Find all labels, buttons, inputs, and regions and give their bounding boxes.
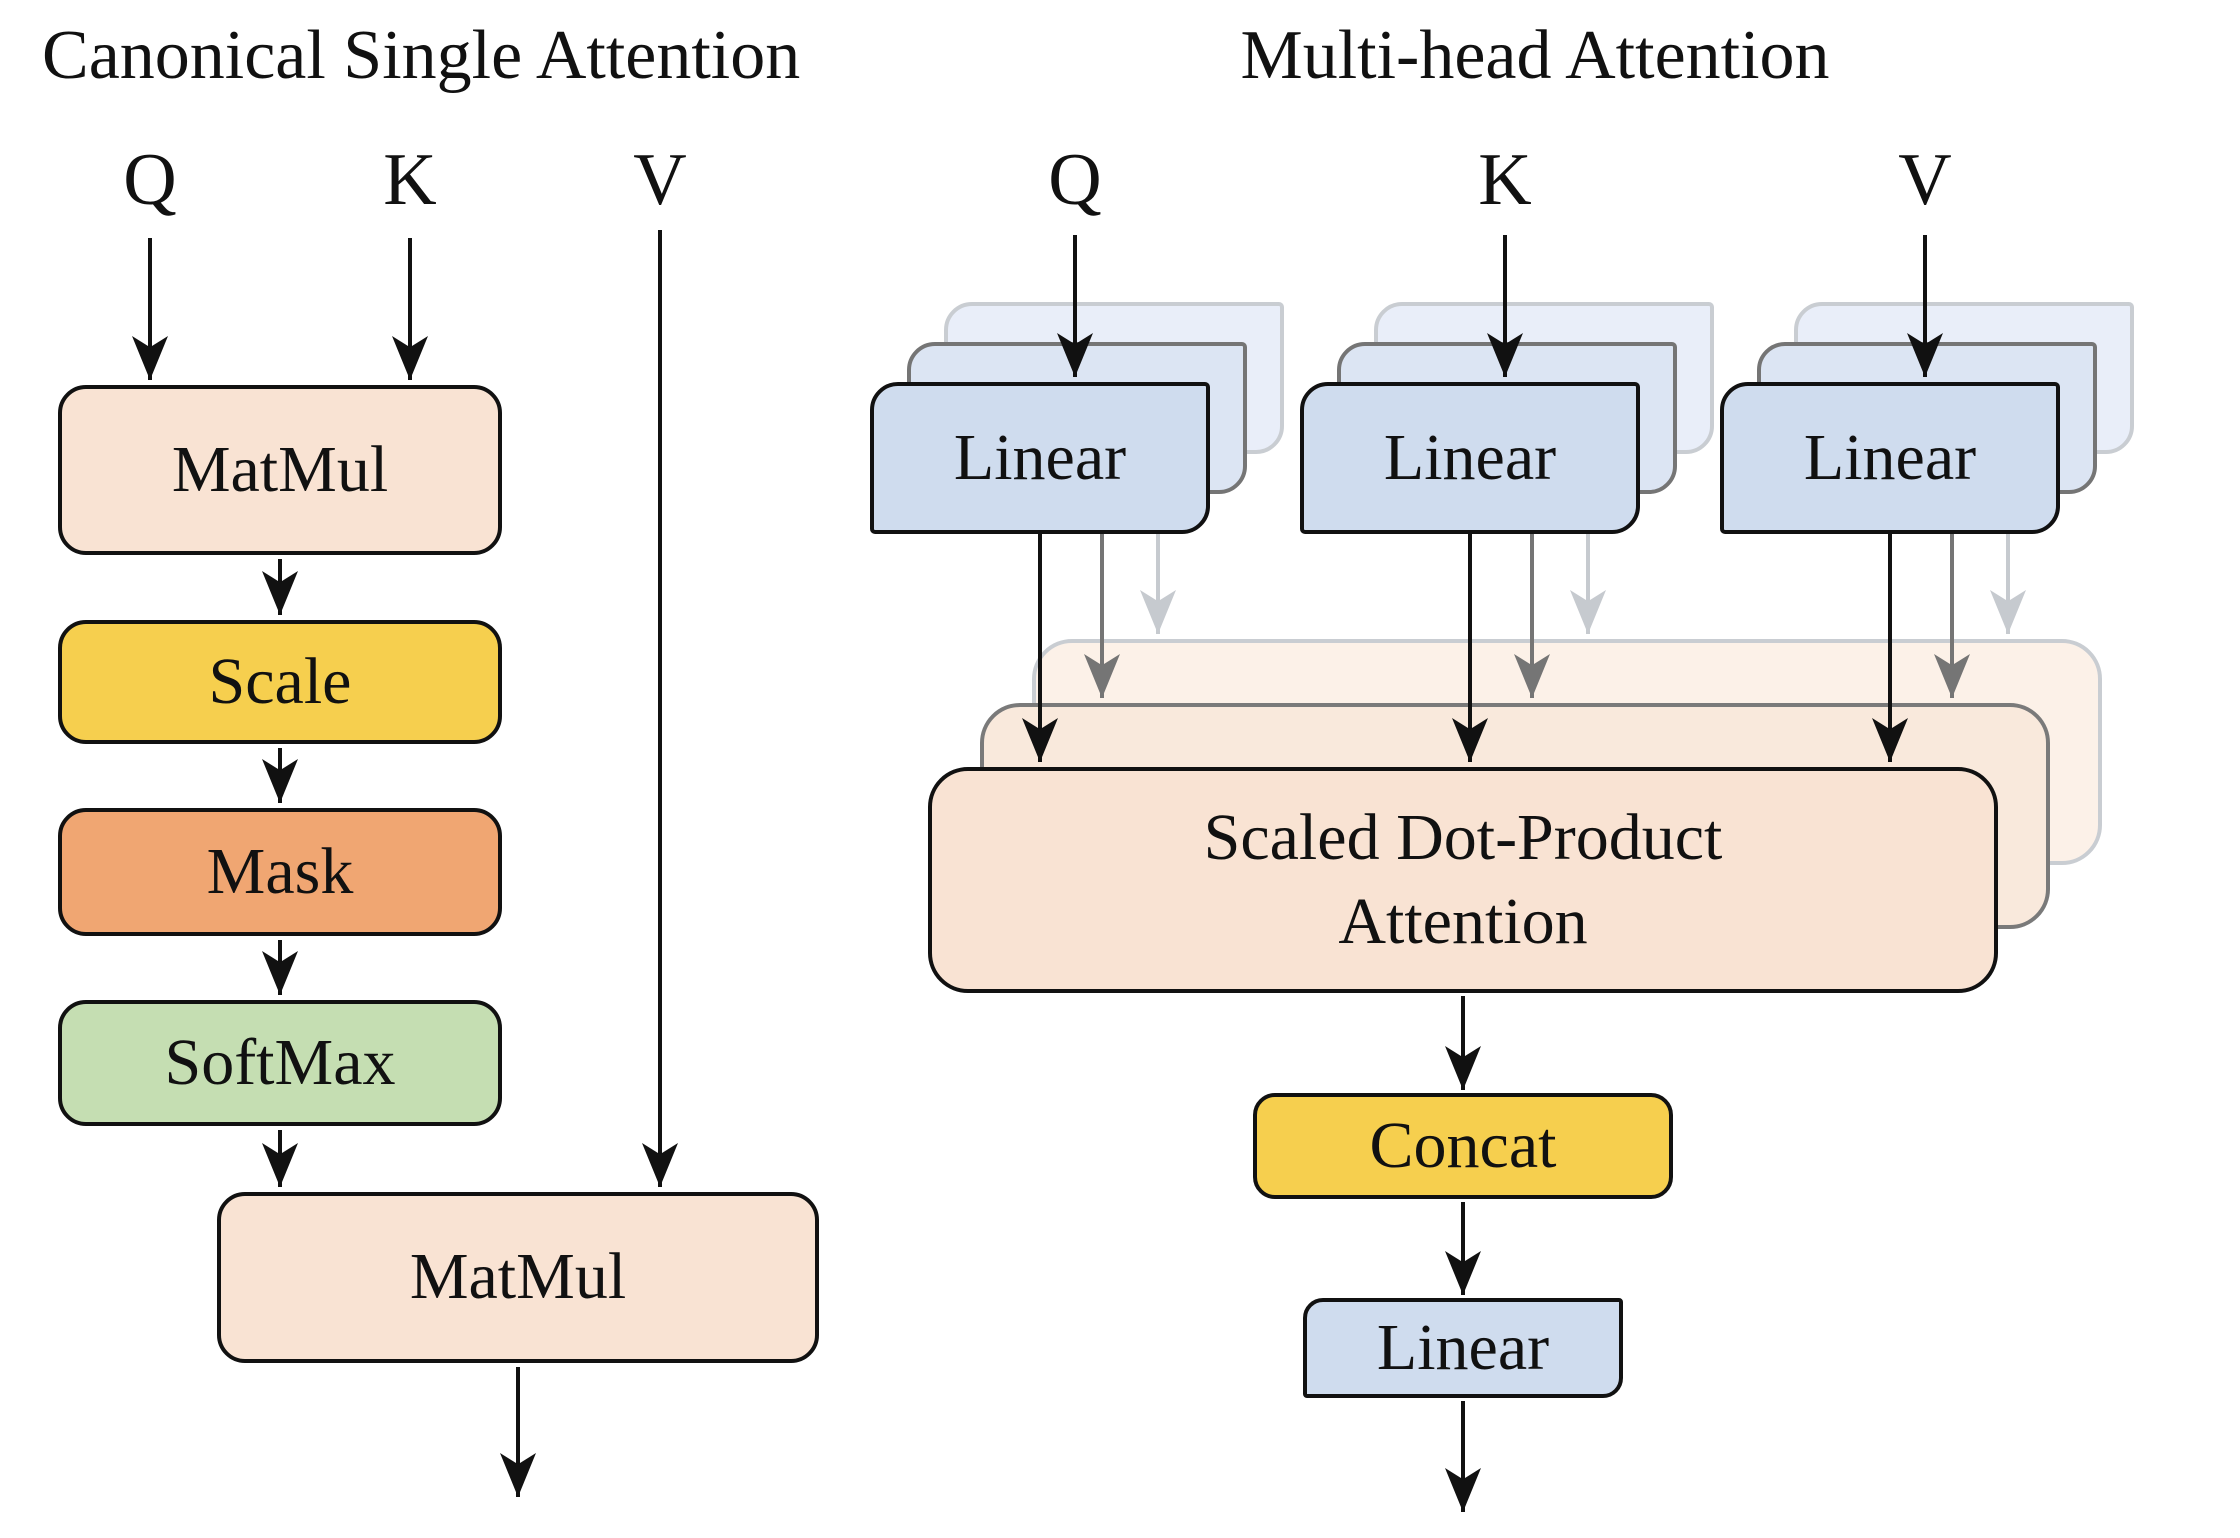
right-panel-title: Multi-head Attention: [1240, 17, 1830, 94]
attention-label-line2: Attention: [1338, 885, 1588, 958]
scaled-dot-product-attention-node: Scaled Dot-Product Attention: [928, 767, 1998, 993]
matmul2-node: MatMul: [217, 1192, 819, 1363]
output-linear-node: Linear: [1303, 1298, 1623, 1398]
right-input-label-v: V: [1898, 139, 1952, 221]
right-input-label-k: K: [1478, 139, 1532, 221]
matmul1-node: MatMul: [58, 385, 502, 555]
left-panel-title: Canonical Single Attention: [42, 17, 801, 94]
concat-label: Concat: [1369, 1108, 1557, 1182]
linear-q-label: Linear: [953, 420, 1127, 494]
linear-q-node: Linear: [870, 382, 1210, 534]
linear-k-label: Linear: [1383, 420, 1557, 494]
right-input-label-q: Q: [1048, 139, 1102, 221]
scale-label: Scale: [208, 644, 352, 718]
concat-node: Concat: [1253, 1093, 1673, 1199]
softmax-node: SoftMax: [58, 1000, 502, 1126]
scale-node: Scale: [58, 620, 502, 744]
linear-k-node: Linear: [1300, 382, 1640, 534]
mask-label: Mask: [206, 834, 354, 908]
linear-v-label: Linear: [1803, 420, 1977, 494]
softmax-label: SoftMax: [164, 1025, 396, 1099]
left-input-label-q: Q: [123, 139, 177, 221]
matmul2-label: MatMul: [409, 1240, 627, 1314]
output-linear-label: Linear: [1376, 1310, 1550, 1384]
left-input-label-v: V: [633, 139, 687, 221]
left-input-label-k: K: [383, 139, 437, 221]
linear-v-node: Linear: [1720, 382, 2060, 534]
matmul1-label: MatMul: [171, 432, 389, 506]
attention-label-line1: Scaled Dot-Product: [1203, 800, 1723, 874]
mask-node: Mask: [58, 808, 502, 936]
